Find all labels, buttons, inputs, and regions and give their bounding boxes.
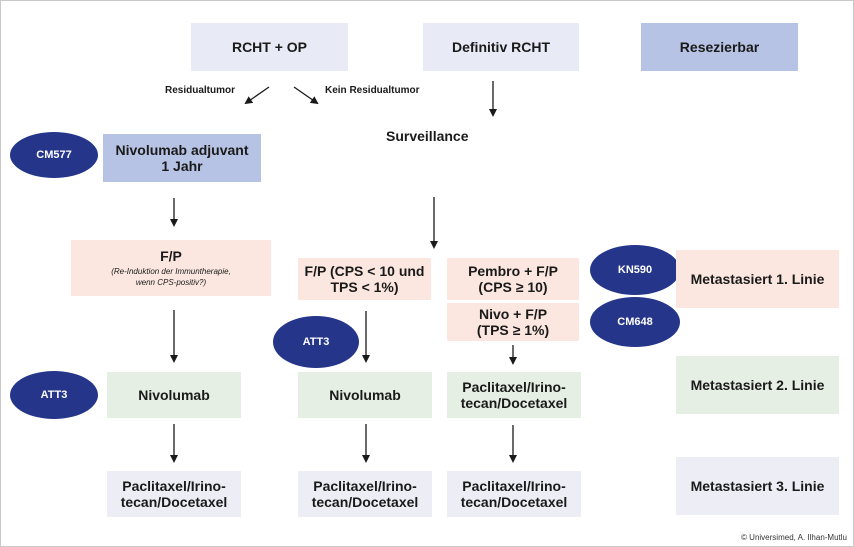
trial-oval-cm577: CM577: [10, 132, 98, 178]
trial-oval-cm648: CM648: [590, 297, 680, 347]
arrow-to-kein-residualtumor: [293, 86, 319, 105]
metastasiert-3-linie-label: Metastasiert 3. Linie: [690, 478, 825, 494]
definitiv-rcht-label: Definitiv RCHT: [452, 39, 550, 55]
metastasiert-1-linie-label: Metastasiert 1. Linie: [690, 271, 825, 287]
paclitaxel-right-2l-box: Paclitaxel/Irino- tecan/Docetaxel: [447, 372, 581, 418]
trial-label-cm648: CM648: [617, 316, 653, 328]
fp-note-line2: wenn CPS-positiv?): [135, 278, 207, 287]
nivolumab-left-box: Nivolumab: [107, 372, 241, 418]
paclitaxel-mid-line1: Paclitaxel/Irino-: [313, 478, 417, 494]
trial-oval-att3-mid: ATT3: [273, 316, 359, 368]
residualtumor-label: Residualtumor: [165, 85, 236, 96]
fp-cps-line2: TPS < 1%): [330, 279, 399, 295]
rcht-op-box: RCHT + OP: [191, 23, 348, 71]
trial-label-kn590: KN590: [617, 264, 653, 276]
metastasiert-2-linie-label: Metastasiert 2. Linie: [690, 377, 825, 393]
paclitaxel-mid-box: Paclitaxel/Irino- tecan/Docetaxel: [298, 471, 432, 517]
trial-label-att3-left: ATT3: [40, 389, 68, 401]
trial-label-cm577: CM577: [36, 149, 72, 161]
metastasiert-2-linie-box: Metastasiert 2. Linie: [676, 356, 839, 414]
trial-label-att3-mid: ATT3: [302, 336, 330, 348]
paclitaxel-right-3l-line2: tecan/Docetaxel: [460, 494, 568, 510]
paclitaxel-right-2l-line1: Paclitaxel/Irino-: [462, 379, 566, 395]
nivolumab-adjuvant-box: Nivolumab adjuvant 1 Jahr: [103, 134, 261, 182]
pembro-line1: Pembro + F/P: [468, 263, 558, 279]
paclitaxel-mid-line2: tecan/Docetaxel: [311, 494, 419, 510]
paclitaxel-right-3l-box: Paclitaxel/Irino- tecan/Docetaxel: [447, 471, 581, 517]
paclitaxel-right-2l-line2: tecan/Docetaxel: [460, 395, 568, 411]
nivolumab-adjuvant-line2: 1 Jahr: [161, 158, 203, 174]
fp-cps-line1: F/P (CPS < 10 und: [304, 263, 425, 279]
fp-reinduction-box: F/P (Re-Induktion der Immuntherapie, wen…: [71, 240, 271, 296]
nivolumab-mid-box: Nivolumab: [298, 372, 432, 418]
nivolumab-adjuvant-line1: Nivolumab adjuvant: [115, 142, 249, 158]
kein-residualtumor-label: Kein Residualtumor: [325, 85, 420, 96]
metastasiert-3-linie-box: Metastasiert 3. Linie: [676, 457, 839, 515]
trial-oval-att3-left: ATT3: [10, 371, 98, 419]
metastasiert-1-linie-box: Metastasiert 1. Linie: [676, 250, 839, 308]
nivo-fp-box: Nivo + F/P (TPS ≥ 1%): [447, 303, 579, 341]
surveillance-label: Surveillance: [386, 128, 469, 144]
fp-note-line1: (Re-Induktion der Immuntherapie,: [111, 267, 231, 276]
nivolumab-left-label: Nivolumab: [138, 387, 210, 403]
nivo-fp-line1: Nivo + F/P: [478, 306, 548, 322]
fp-title: F/P: [160, 248, 182, 264]
nivo-fp-line2: (TPS ≥ 1%): [476, 322, 550, 338]
resezierbar-label: Resezierbar: [679, 39, 760, 55]
paclitaxel-right-3l-line1: Paclitaxel/Irino-: [462, 478, 566, 494]
arrow-to-residualtumor: [244, 86, 270, 105]
paclitaxel-left-box: Paclitaxel/Irino- tecan/Docetaxel: [107, 471, 241, 517]
definitiv-rcht-box: Definitiv RCHT: [423, 23, 579, 71]
paclitaxel-left-line2: tecan/Docetaxel: [120, 494, 228, 510]
fp-cps-tps-box: F/P (CPS < 10 und TPS < 1%): [298, 258, 431, 300]
trial-oval-kn590: KN590: [590, 245, 680, 295]
copyright-note: © Universimed, A. Ilhan-Mutlu: [741, 533, 847, 542]
resezierbar-box: Resezierbar: [641, 23, 798, 71]
pembro-fp-box: Pembro + F/P (CPS ≥ 10): [447, 258, 579, 300]
pembro-line2: (CPS ≥ 10): [478, 279, 548, 295]
paclitaxel-left-line1: Paclitaxel/Irino-: [122, 478, 226, 494]
nivolumab-mid-label: Nivolumab: [329, 387, 401, 403]
rcht-op-label: RCHT + OP: [231, 39, 308, 55]
